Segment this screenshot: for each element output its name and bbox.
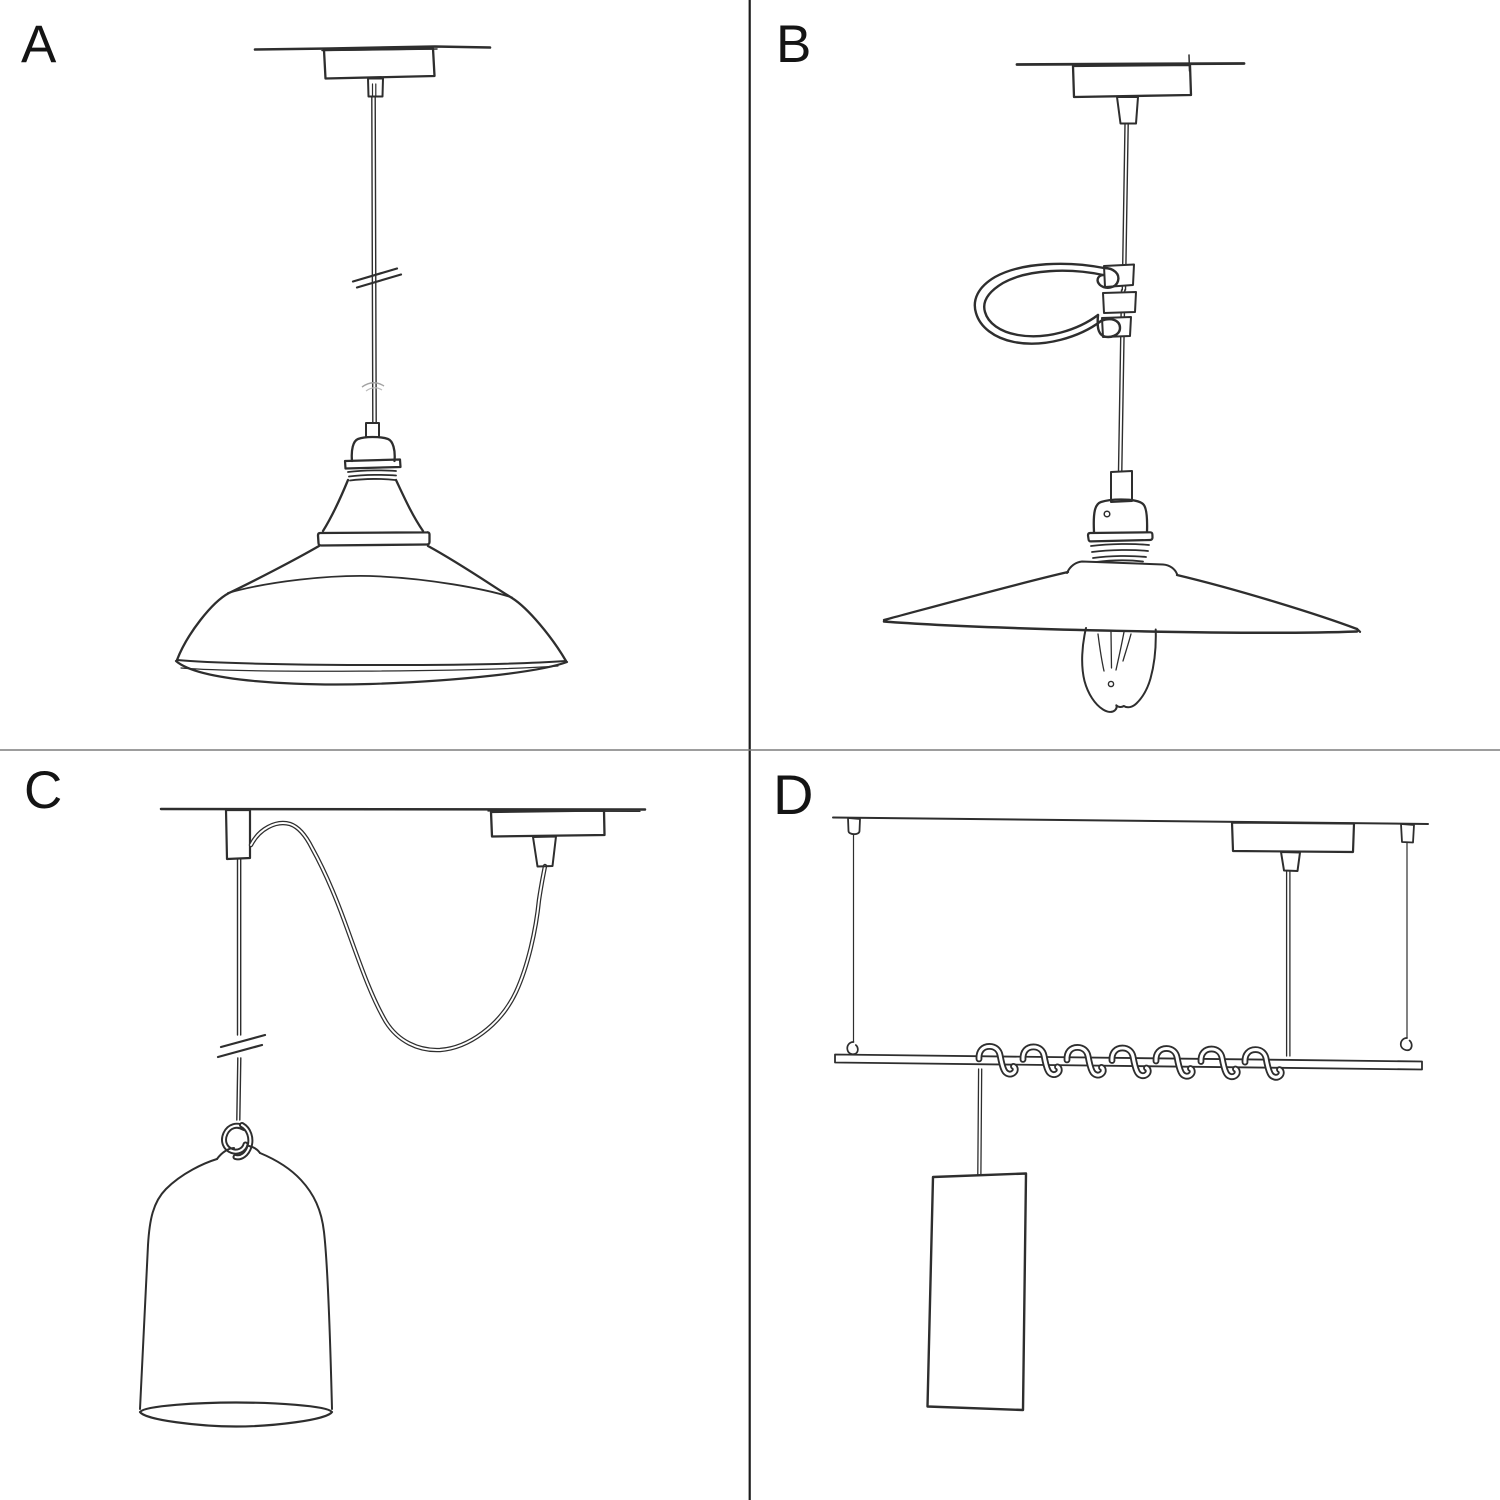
svg-text:D: D	[773, 763, 813, 826]
svg-text:A: A	[21, 15, 57, 74]
svg-text:B: B	[776, 15, 811, 74]
svg-text:C: C	[24, 761, 62, 820]
